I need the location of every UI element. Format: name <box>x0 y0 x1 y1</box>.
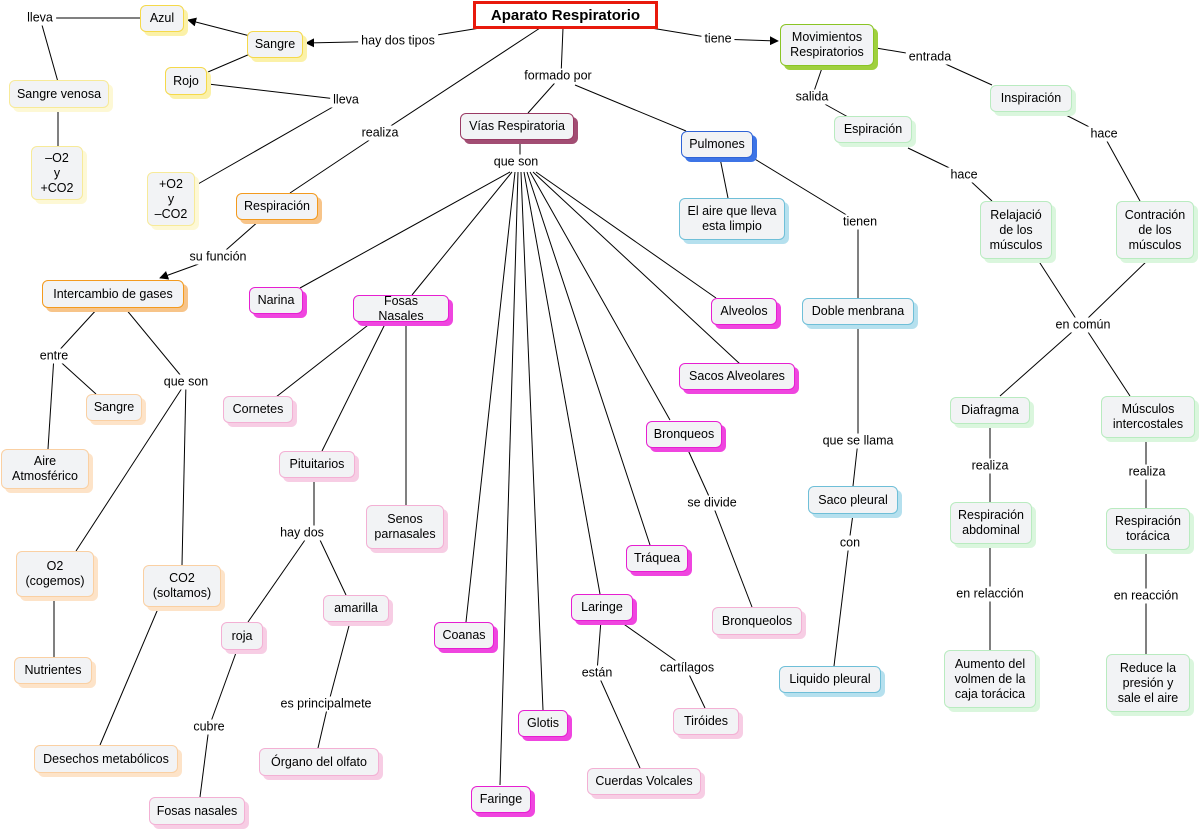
node-fosas-nasales[interactable]: Fosas Nasales <box>353 294 449 323</box>
node-diafragma[interactable]: Diafragma <box>950 397 1030 424</box>
node-aparato-respiratorio[interactable]: Aparato Respiratorio <box>473 1 658 29</box>
node-espiracion[interactable]: Espiración <box>834 116 912 143</box>
node-bronqueolos[interactable]: Bronqueolos <box>712 607 802 635</box>
connector-lines <box>39 17 1149 798</box>
node-pulmones[interactable]: Pulmones <box>681 131 753 158</box>
node-menos-o2-mas-co2[interactable]: –O2 y +CO2 <box>31 146 83 200</box>
link-cartilagos: cartílagos <box>656 660 718 676</box>
node-laringe[interactable]: Laringe <box>571 594 633 621</box>
link-con: con <box>836 535 864 551</box>
link-que-son-vias: que son <box>490 154 542 170</box>
node-amarilla[interactable]: amarilla <box>323 595 389 622</box>
link-que-son-intercambio: que son <box>160 374 212 390</box>
node-reduce-presion[interactable]: Reduce la presión y sale el aire <box>1106 654 1190 712</box>
node-respiracion-abdominal[interactable]: Respiración abdominal <box>950 502 1032 544</box>
link-su-funcion: su función <box>186 249 250 265</box>
node-desechos-metabolicos[interactable]: Desechos metabólicos <box>34 745 178 773</box>
link-es-principalmete: es principalmete <box>277 696 375 712</box>
node-glotis[interactable]: Glotis <box>518 710 568 737</box>
link-que-se-llama: que se llama <box>819 433 897 449</box>
node-respiracion[interactable]: Respiración <box>236 193 318 220</box>
link-realiza-musculos: realiza <box>1125 464 1169 480</box>
link-cubre: cubre <box>190 719 228 735</box>
node-contraccion-musculos[interactable]: Contración de los músculos <box>1116 201 1194 259</box>
link-tiene: tiene <box>701 31 735 47</box>
node-faringe[interactable]: Faringe <box>471 786 531 813</box>
node-movimientos-respiratorios[interactable]: Movimientos Respiratorios <box>780 24 874 66</box>
node-respiracion-toracica[interactable]: Respiración torácica <box>1106 508 1190 550</box>
link-hace-inspiracion: hace <box>1087 126 1121 142</box>
link-lleva-azul: lleva <box>24 10 56 26</box>
node-tiroides[interactable]: Tiróides <box>673 708 739 735</box>
node-co2-soltamos[interactable]: CO2 (soltamos) <box>143 565 221 607</box>
link-entrada: entrada <box>905 49 955 65</box>
link-hay-dos-tipos: hay dos tipos <box>358 33 438 49</box>
node-mas-o2-menos-co2[interactable]: +O2 y –CO2 <box>147 172 195 226</box>
node-musculos-intercostales[interactable]: Músculos intercostales <box>1101 396 1195 438</box>
node-sangre-intercambio[interactable]: Sangre <box>86 394 142 421</box>
link-tienen: tienen <box>839 214 881 230</box>
node-cornetes[interactable]: Cornetes <box>223 396 293 423</box>
link-salida: salida <box>792 89 832 105</box>
link-en-reaccion: en reacción <box>1110 588 1182 604</box>
node-liquido-pleural[interactable]: Liquido pleural <box>779 666 881 693</box>
link-realiza: realiza <box>358 125 402 141</box>
link-en-relaccion: en relacción <box>953 586 1027 602</box>
node-aumento-volumen[interactable]: Aumento del volmen de la caja torácica <box>944 650 1036 708</box>
link-realiza-diafragma: realiza <box>968 458 1012 474</box>
node-fosas-nasales-2[interactable]: Fosas nasales <box>149 797 245 825</box>
link-lleva-rojo: lleva <box>330 92 362 108</box>
node-doble-menbrana[interactable]: Doble menbrana <box>802 298 914 325</box>
node-senos-parnasales[interactable]: Senos parnasales <box>366 505 444 549</box>
node-vias-respiratoria[interactable]: Vías Respiratoria <box>460 113 574 140</box>
link-formado-por: formado por <box>521 68 595 84</box>
node-cuerdas-volcales[interactable]: Cuerdas Volcales <box>587 768 701 795</box>
node-aire-limpio[interactable]: El aire que lleva esta limpio <box>679 198 785 240</box>
node-aire-atmosferico[interactable]: Aire Atmosférico <box>1 449 89 489</box>
link-estan: están <box>578 665 616 681</box>
node-inspiracion[interactable]: Inspiración <box>990 85 1072 112</box>
node-organo-del-olfato[interactable]: Órgano del olfato <box>259 748 379 776</box>
node-traquea[interactable]: Tráquea <box>626 545 688 572</box>
node-azul[interactable]: Azul <box>140 5 184 32</box>
link-entre: entre <box>36 348 72 364</box>
node-narina[interactable]: Narina <box>249 287 303 314</box>
node-sacos-alveolares[interactable]: Sacos Alveolares <box>679 363 795 390</box>
node-rojo[interactable]: Rojo <box>165 67 207 95</box>
node-nutrientes[interactable]: Nutrientes <box>14 657 92 684</box>
link-hay-dos: hay dos <box>277 525 327 541</box>
node-saco-pleural[interactable]: Saco pleural <box>808 486 898 514</box>
node-alveolos[interactable]: Alveolos <box>711 298 777 325</box>
node-sangre-venosa[interactable]: Sangre venosa <box>9 80 109 108</box>
link-se-divide: se divide <box>684 495 740 511</box>
node-roja[interactable]: roja <box>221 622 263 650</box>
node-pituitarios[interactable]: Pituitarios <box>279 451 355 478</box>
link-en-comun: en común <box>1052 317 1114 333</box>
link-hace-espiracion: hace <box>947 167 981 183</box>
node-sangre[interactable]: Sangre <box>247 31 303 58</box>
node-bronqueos[interactable]: Bronqueos <box>646 421 722 448</box>
node-relajacion-musculos[interactable]: Relajació de los músculos <box>980 201 1052 259</box>
node-o2-cogemos[interactable]: O2 (cogemos) <box>16 551 94 597</box>
node-coanas[interactable]: Coanas <box>434 622 494 649</box>
node-intercambio-de-gases[interactable]: Intercambio de gases <box>42 280 184 308</box>
